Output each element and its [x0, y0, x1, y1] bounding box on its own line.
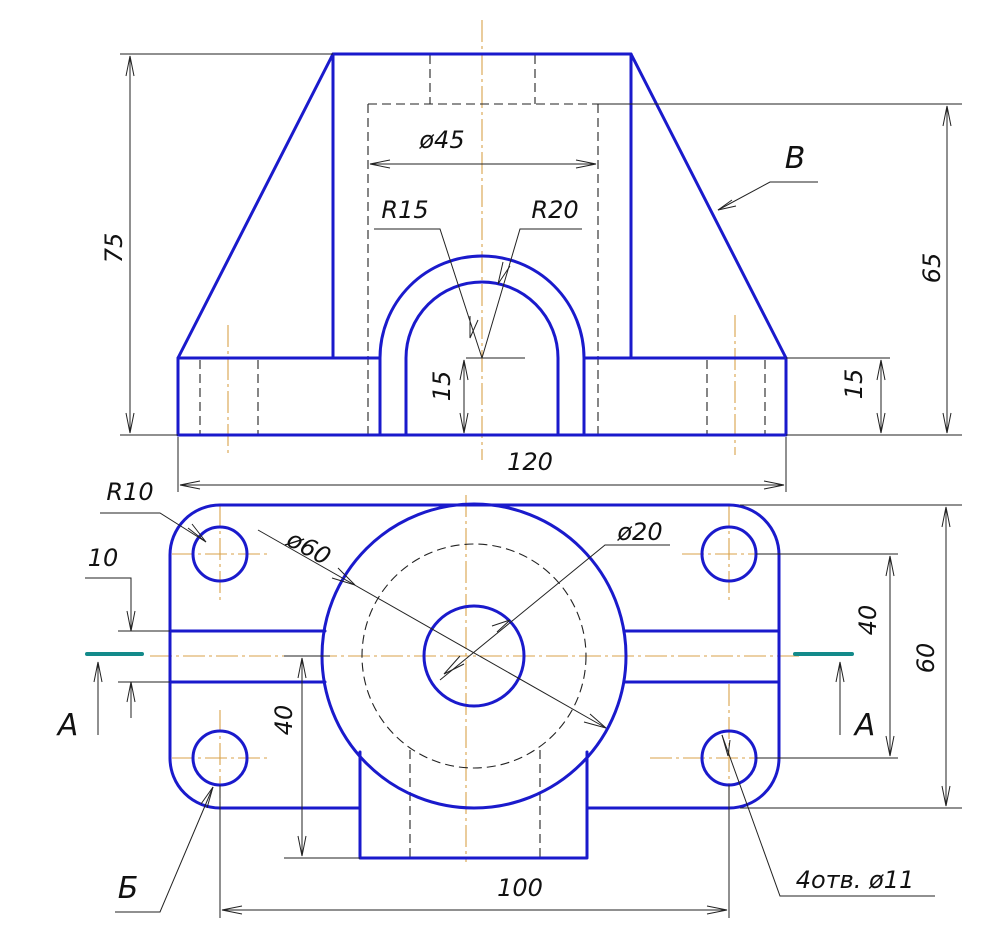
holes-note-text: 4отв. ø11 [796, 866, 915, 894]
dim-r10: R10 [100, 478, 207, 543]
view-arrow-be: Б [115, 786, 214, 913]
view-b-label: В [785, 141, 806, 176]
dim-15-arch-text: 15 [428, 371, 456, 402]
dim-phi45: ø45 [369, 126, 597, 169]
dim-phi20: ø20 [439, 518, 670, 681]
base-plate-outline [168, 503, 781, 810]
dim-r20: R20 [481, 196, 582, 359]
dim-phi60-text: ø60 [281, 524, 335, 570]
dim-10-text: 10 [88, 544, 119, 572]
dim-40-right: 40 [756, 553, 898, 759]
dim-15-arch: 15 [428, 359, 469, 434]
dim-phi45-text: ø45 [418, 126, 464, 154]
ribs [168, 629, 781, 684]
dim-120-text: 120 [507, 448, 553, 476]
mount-hole-top-left [191, 525, 249, 583]
dim-r10-text: R10 [106, 478, 153, 506]
front-outer-arch [378, 254, 586, 437]
dim-120: 120 [177, 437, 787, 492]
front-hidden-lines [199, 55, 766, 435]
hidden-bore-circle [361, 543, 587, 769]
view-arrow-b: В [717, 141, 818, 211]
section-right-label: А [853, 708, 876, 743]
dim-65: 65 [598, 103, 962, 436]
dim-r15: R15 [374, 196, 483, 359]
dim-60: 60 [740, 504, 962, 809]
dim-15-base-text: 15 [840, 369, 868, 400]
dim-100-text: 100 [497, 874, 543, 902]
dim-60-text: 60 [912, 643, 940, 674]
dim-phi20-text: ø20 [616, 518, 662, 546]
dim-75: 75 [100, 53, 333, 436]
dim-r15-text: R15 [381, 196, 428, 224]
section-left-label: А [56, 708, 79, 743]
dim-15-base: 15 [786, 357, 890, 434]
dim-65-text: 65 [918, 253, 946, 284]
view-be-label: Б [118, 871, 139, 906]
front-view: 75 65 15 15 [100, 20, 962, 460]
dim-r20-text: R20 [531, 196, 578, 224]
section-mark-left: А [56, 652, 144, 743]
dim-40-lug: 40 [270, 655, 360, 859]
lug-outline [358, 750, 589, 860]
top-view: R10 ø60 ø20 10 [56, 478, 962, 918]
bore-circle [422, 604, 526, 708]
dim-100: 100 [219, 785, 730, 918]
front-inner-arch [404, 280, 560, 437]
dim-10: 10 [85, 544, 170, 718]
dim-75-text: 75 [100, 233, 128, 264]
dim-40-right-text: 40 [854, 605, 882, 636]
holes-note: 4отв. ø11 [721, 734, 935, 897]
section-mark-right: А [793, 652, 876, 743]
dim-40-lug-text: 40 [270, 705, 298, 736]
